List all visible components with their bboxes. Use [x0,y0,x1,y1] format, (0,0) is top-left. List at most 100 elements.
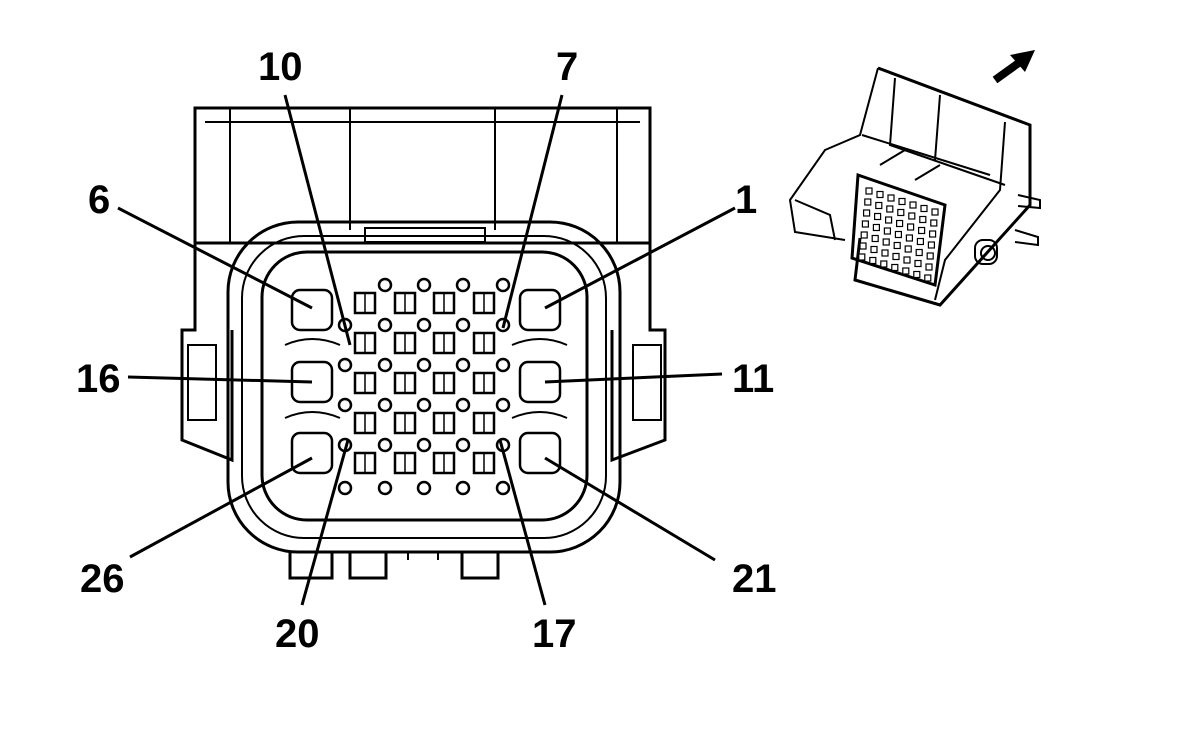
iso-pin [916,237,925,246]
connector-top-housing [193,106,652,245]
round-contact [416,357,432,373]
connector-outer-shell [226,220,622,554]
round-contact [416,480,432,496]
round-contact [495,277,511,293]
iso-pin [895,219,904,228]
iso-pin [880,260,888,268]
iso-pin [860,231,868,239]
pin-label-17: 17 [532,612,577,656]
iso-pin [859,242,867,250]
iso-pin [891,263,899,272]
iso-pin [870,245,878,254]
round-contact [455,397,471,413]
iso-pin [869,256,877,265]
pin-label-16: 16 [76,357,121,401]
iso-pin [920,204,928,213]
iso-pin [906,223,915,231]
connector-inner-wall [260,250,589,522]
round-contact [495,480,511,496]
iso-pin [894,230,903,239]
leader-line-11 [544,372,723,384]
iso-pin [928,230,937,238]
mating-direction-arrow-icon [992,50,1035,84]
iso-pin [925,263,933,271]
iso-pin [897,208,905,217]
leader-line-6 [117,206,313,310]
iso-pin [904,245,912,253]
round-contact [455,480,471,496]
connector-round-contacts [337,277,511,496]
iso-pin [881,249,889,257]
iso-pin [919,215,927,224]
pin-label-1: 1 [735,178,757,222]
connector-square-terminals [353,291,496,475]
connector-side-latches [180,243,667,463]
pin-label-20: 20 [275,612,320,656]
iso-pin [892,252,900,261]
round-contact [495,357,511,373]
iso-pin [876,190,884,199]
iso-pin [930,219,938,227]
round-contact [377,317,393,333]
iso-pin [886,205,894,213]
iso-pin [909,201,917,209]
iso-pin [883,227,892,235]
round-contact [377,437,393,453]
round-contact [416,277,432,293]
leader-line-7 [501,94,564,329]
iso-pin [873,212,882,221]
iso-pin [864,198,872,206]
round-contact [416,437,432,453]
iso-pin [913,270,921,279]
round-contact [337,480,353,496]
iso-pin [914,259,922,268]
connector-seal-ring [241,235,607,539]
leader-line-10 [283,94,352,346]
round-contact [416,317,432,333]
round-contact [377,357,393,373]
round-contact [455,437,471,453]
round-contact [455,357,471,373]
iso-pin [924,274,932,282]
leader-line-16 [127,375,313,384]
iso-pin [902,267,910,275]
round-contact [377,397,393,413]
connector-large-cavities [284,288,568,475]
pin-label-11: 11 [732,357,774,401]
leader-line-20 [300,439,350,606]
connector-isometric-view [788,66,1041,307]
iso-pin [931,208,939,216]
pin-label-6: 6 [88,178,110,222]
iso-pin [872,223,881,232]
pin-labels: 10 7 6 1 16 11 26 21 20 17 [76,45,777,656]
round-contact [377,480,393,496]
leader-line-26 [129,456,313,559]
iso-pin [862,209,871,217]
iso-pin [858,253,866,261]
connector-bottom-keys [288,552,500,580]
leader-lines [117,94,736,606]
leader-line-1 [544,206,736,310]
pin-label-7: 7 [556,45,578,89]
iso-pin-field [858,187,939,282]
iso-pin [927,241,936,249]
pin-label-21: 21 [732,557,777,601]
iso-pin [893,241,901,250]
round-contact [416,397,432,413]
iso-pin [915,248,923,257]
iso-pin [898,197,906,206]
iso-pin [917,226,926,235]
pin-label-10: 10 [258,45,303,89]
round-contact [455,277,471,293]
iso-pin [884,216,893,224]
connector-face-view [180,106,667,580]
iso-pin [865,187,873,195]
iso-pin [903,256,911,264]
leader-line-17 [498,439,547,606]
iso-pin [905,234,914,242]
round-contact [455,317,471,333]
iso-pin [875,201,883,210]
iso-pin [926,252,934,260]
iso-pin [908,212,916,220]
